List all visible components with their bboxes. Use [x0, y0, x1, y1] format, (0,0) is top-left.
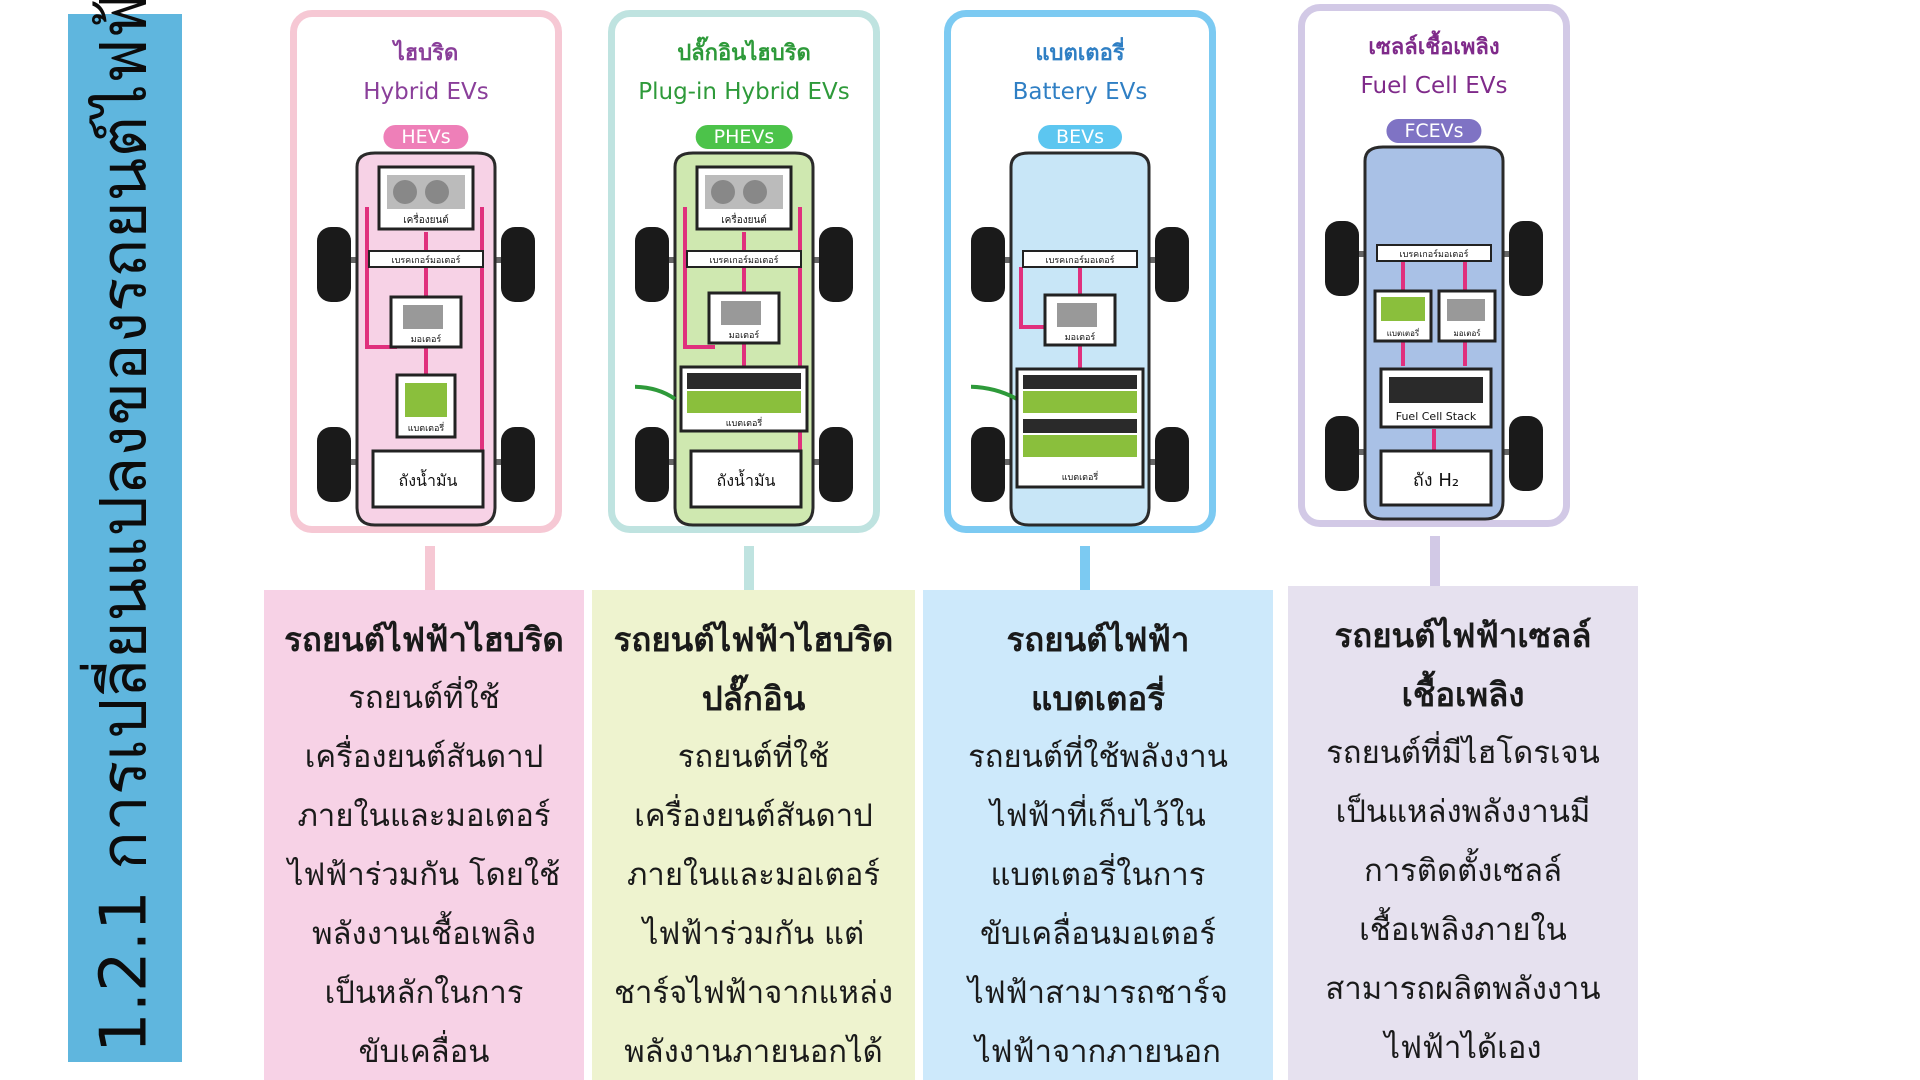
- desc-bev-line: รถยนต์ที่ใช้พลังงาน: [968, 739, 1228, 775]
- car-diagram-fcev: เบรคเกอร์มอเตอร์ แบตเตอรี่ มอเตอร์ Fuel …: [1325, 145, 1543, 521]
- car-diagram-phev: เครื่องยนต์ เบรคเกอร์มอเตอร์ มอเตอร์ แบต…: [635, 151, 853, 527]
- desc-hev-line: พลังงานเชื้อเพลิง: [312, 916, 536, 952]
- desc-hev-title: รถยนต์ไฟฟ้าไฮบริด: [274, 610, 574, 669]
- engine-label: เครื่องยนต์: [403, 212, 449, 226]
- card-fcev-thai: เซลล์เชื้อเพลิง: [1368, 35, 1500, 60]
- desc-bev-line: ไฟฟ้าจากภายนอก: [975, 1034, 1221, 1070]
- desc-phev-line: เครื่องยนต์สันดาป: [634, 798, 873, 834]
- desc-hev-line: ภายในและมอเตอร์: [297, 798, 551, 834]
- motor-label: มอเตอร์: [1065, 331, 1096, 343]
- desc-fcev-line: รถยนต์ที่มีไฮโดรเจน: [1326, 735, 1600, 771]
- desc-bev-title-line: รถยนต์ไฟฟ้า: [1006, 620, 1190, 659]
- card-phev-english: Plug-in Hybrid EVs: [638, 79, 850, 105]
- desc-hev-line: เครื่องยนต์สันดาป: [304, 739, 544, 775]
- desc-hev-line: ไฟฟ้าร่วมกัน โดยใช้: [287, 857, 561, 893]
- desc-bev-body: รถยนต์ที่ใช้พลังงาน ไฟฟ้าที่เก็บไว้ใน แบ…: [933, 728, 1263, 1080]
- desc-phev-title: รถยนต์ไฟฟ้าไฮบริด ปลั๊กอิน: [602, 610, 905, 728]
- card-hev: ไฮบริด Hybrid EVs HEVs เครื่องยนต์: [290, 10, 562, 533]
- desc-hev-line: รถยนต์ที่ใช้: [348, 680, 500, 716]
- battery-label: แบตเตอรี่: [408, 421, 445, 434]
- transmission-label: เบรคเกอร์มอเตอร์: [1400, 248, 1469, 260]
- desc-phev-line: ภายในและมอเตอร์: [626, 857, 880, 893]
- card-bev: แบตเตอรี่ Battery EVs BEVs: [944, 10, 1216, 533]
- card-fcev: เซลล์เชื้อเพลิง Fuel Cell EVs FCEVs เบรค…: [1298, 4, 1570, 527]
- desc-bev: รถยนต์ไฟฟ้า แบตเตอรี่ รถยนต์ที่ใช้พลังงา…: [923, 590, 1273, 1080]
- car-diagram-bev: เบรคเกอร์มอเตอร์ มอเตอร์ แบตเตอรี่: [971, 151, 1189, 527]
- tank-label: ถังน้ำมัน: [717, 469, 776, 490]
- desc-fcev-body: รถยนต์ที่มีไฮโดรเจน เป็นแหล่งพลังงานมี ก…: [1298, 724, 1628, 1078]
- desc-phev: รถยนต์ไฟฟ้าไฮบริด ปลั๊กอิน รถยนต์ที่ใช้ …: [592, 590, 915, 1080]
- motor-label: มอเตอร์: [411, 333, 442, 345]
- connector-phev: [744, 546, 754, 591]
- title-bar: [68, 14, 182, 1062]
- desc-phev-body: รถยนต์ที่ใช้ เครื่องยนต์สันดาป ภายในและม…: [602, 728, 905, 1080]
- desc-bev-title-line: แบตเตอรี่: [1031, 679, 1165, 718]
- connector-hev: [425, 546, 435, 591]
- desc-bev-title: รถยนต์ไฟฟ้า แบตเตอรี่: [933, 610, 1263, 728]
- card-phev-thai: ปลั๊กอินไฮบริด: [677, 41, 811, 66]
- wheel-icon: [971, 227, 1189, 502]
- tank-label: ถัง H₂: [1413, 470, 1459, 491]
- transmission-label: เบรคเกอร์มอเตอร์: [392, 254, 461, 266]
- desc-phev-line: ชาร์จไฟฟ้าจากแหล่ง: [613, 975, 894, 1011]
- desc-fcev-title-line: รถยนต์ไฟฟ้าเซลล์: [1334, 616, 1592, 655]
- badge-bev: BEVs: [1038, 125, 1122, 149]
- hydrogen-tank-icon: [1379, 449, 1493, 507]
- badge-phev: PHEVs: [695, 125, 793, 149]
- desc-hev: รถยนต์ไฟฟ้าไฮบริด รถยนต์ที่ใช้ เครื่องยน…: [264, 590, 584, 1080]
- desc-hev-line: ขับเคลื่อน: [358, 1034, 490, 1070]
- badge-fcev: FCEVs: [1386, 119, 1482, 143]
- motor-label: มอเตอร์: [1453, 328, 1481, 338]
- wheel-icon: [317, 227, 535, 502]
- desc-bev-line: ไฟฟ้าสามารถชาร์จ: [968, 975, 1228, 1011]
- fuel-tank-icon: [689, 449, 803, 509]
- badge-hev: HEVs: [383, 125, 469, 149]
- desc-fcev-line: การติดตั้งเซลล์: [1364, 853, 1562, 889]
- desc-fcev-line: สามารถผลิตพลังงาน: [1325, 971, 1601, 1007]
- transmission-label: เบรคเกอร์มอเตอร์: [1046, 254, 1115, 266]
- desc-fcev: รถยนต์ไฟฟ้าเซลล์ เชื้อเพลิง รถยนต์ที่มีไ…: [1288, 586, 1638, 1080]
- desc-phev-line: ไฟฟ้าร่วมกัน แต่: [642, 916, 865, 952]
- desc-hev-title-line: รถยนต์ไฟฟ้าไฮบริด: [284, 620, 564, 659]
- motor-label: มอเตอร์: [729, 329, 760, 341]
- wheel-icon: [635, 227, 853, 502]
- fuel-cell-label: Fuel Cell Stack: [1396, 410, 1477, 423]
- fuel-tank-icon: [371, 449, 485, 509]
- battery-label: แบตเตอรี่: [726, 416, 763, 429]
- desc-phev-line: รถยนต์ที่ใช้: [677, 739, 830, 775]
- desc-phev-line: พลังงานภายนอกได้: [624, 1034, 883, 1070]
- desc-bev-line: ไฟฟ้าที่เก็บไว้ใน: [990, 798, 1206, 834]
- connector-bev: [1080, 546, 1090, 591]
- desc-fcev-line: เชื้อเพลิงภายใน: [1359, 912, 1567, 948]
- car-diagram-hev: เครื่องยนต์ เบรคเกอร์มอเตอร์ มอเตอร์ แบต…: [317, 151, 535, 527]
- desc-hev-body: รถยนต์ที่ใช้ เครื่องยนต์สันดาป ภายในและม…: [274, 669, 574, 1080]
- desc-phev-title-line: ปลั๊กอิน: [701, 679, 806, 718]
- battery-label: แบตเตอรี่: [1387, 327, 1420, 338]
- card-bev-thai: แบตเตอรี่: [1035, 41, 1125, 66]
- wheel-icon: [1325, 221, 1543, 491]
- battery-label: แบตเตอรี่: [1062, 470, 1099, 483]
- connector-fcev: [1430, 536, 1440, 588]
- transmission-label: เบรคเกอร์มอเตอร์: [710, 254, 779, 266]
- desc-bev-line: ขับเคลื่อนมอเตอร์: [979, 916, 1217, 952]
- card-bev-english: Battery EVs: [1012, 79, 1148, 105]
- engine-label: เครื่องยนต์: [721, 212, 767, 226]
- desc-fcev-line: ไฟฟ้าได้เอง: [1384, 1030, 1542, 1066]
- tank-label: ถังน้ำมัน: [399, 469, 458, 490]
- desc-fcev-title-line: เชื้อเพลิง: [1401, 675, 1525, 714]
- card-phev: ปลั๊กอินไฮบริด Plug-in Hybrid EVs PHEVs: [608, 10, 880, 533]
- desc-hev-line: เป็นหลักในการ: [324, 975, 524, 1011]
- desc-fcev-line: เป็นแหล่งพลังงานมี: [1335, 794, 1591, 830]
- desc-fcev-title: รถยนต์ไฟฟ้าเซลล์ เชื้อเพลิง: [1298, 606, 1628, 724]
- card-hev-english: Hybrid EVs: [363, 79, 489, 105]
- slide-title: 1.2.1 การเปลี่ยนแปลงของรถยนต์ไฟฟ้า: [87, 0, 162, 1053]
- desc-bev-line: แบตเตอรี่ในการ: [990, 857, 1206, 893]
- desc-phev-title-line: รถยนต์ไฟฟ้าไฮบริด: [613, 620, 894, 659]
- card-fcev-english: Fuel Cell EVs: [1360, 73, 1508, 99]
- card-hev-thai: ไฮบริด: [393, 41, 459, 66]
